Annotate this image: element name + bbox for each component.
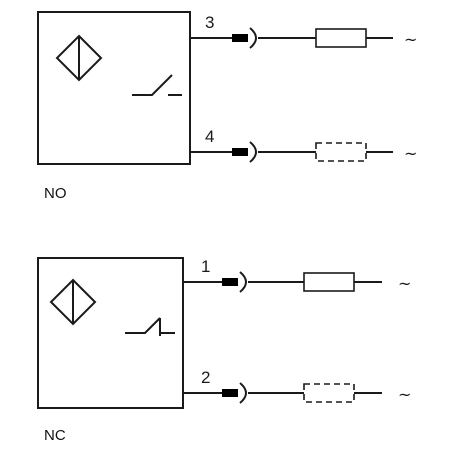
- socket-connector-icon: [239, 382, 247, 404]
- pin-number: 4: [205, 127, 214, 146]
- nc-sensor-body: [37, 257, 184, 409]
- nc-label: NC: [44, 427, 66, 444]
- plug-connector-icon: [232, 34, 248, 42]
- optional-load-dashed-icon: [303, 383, 355, 403]
- plug-connector-icon: [232, 148, 248, 156]
- nc-section: 1 ~ 2 ~ NC: [37, 257, 411, 444]
- socket-connector-icon: [239, 271, 247, 293]
- supply-symbol: ~: [398, 274, 411, 293]
- nc-contact-symbol-icon: [125, 317, 161, 334]
- no-wire-pin-3: 3 ~: [190, 13, 417, 49]
- load-resistor-icon: [303, 272, 355, 292]
- optional-load-dashed-icon: [315, 142, 367, 162]
- pin-number: 2: [201, 368, 210, 387]
- no-section: 3 ~ 4 ~ NO: [37, 11, 417, 202]
- nc-wire-pin-2: 2 ~: [183, 368, 411, 404]
- plug-connector-icon: [222, 278, 238, 286]
- no-wire-pin-4: 4 ~: [190, 127, 417, 163]
- nc-wire-pin-1: 1 ~: [183, 257, 411, 293]
- nc-sensor-symbol-icon: [49, 278, 97, 326]
- pin-number: 3: [205, 13, 214, 32]
- no-sensor-body: [37, 11, 191, 165]
- load-resistor-icon: [315, 28, 367, 48]
- socket-connector-icon: [249, 141, 257, 163]
- no-sensor-symbol-icon: [55, 34, 103, 82]
- supply-symbol: ~: [404, 144, 417, 163]
- pin-number: 1: [201, 257, 210, 276]
- no-label: NO: [44, 185, 67, 202]
- supply-symbol: ~: [398, 385, 411, 404]
- plug-connector-icon: [222, 389, 238, 397]
- socket-connector-icon: [249, 27, 257, 49]
- no-contact-symbol-icon: [132, 74, 173, 96]
- supply-symbol: ~: [404, 30, 417, 49]
